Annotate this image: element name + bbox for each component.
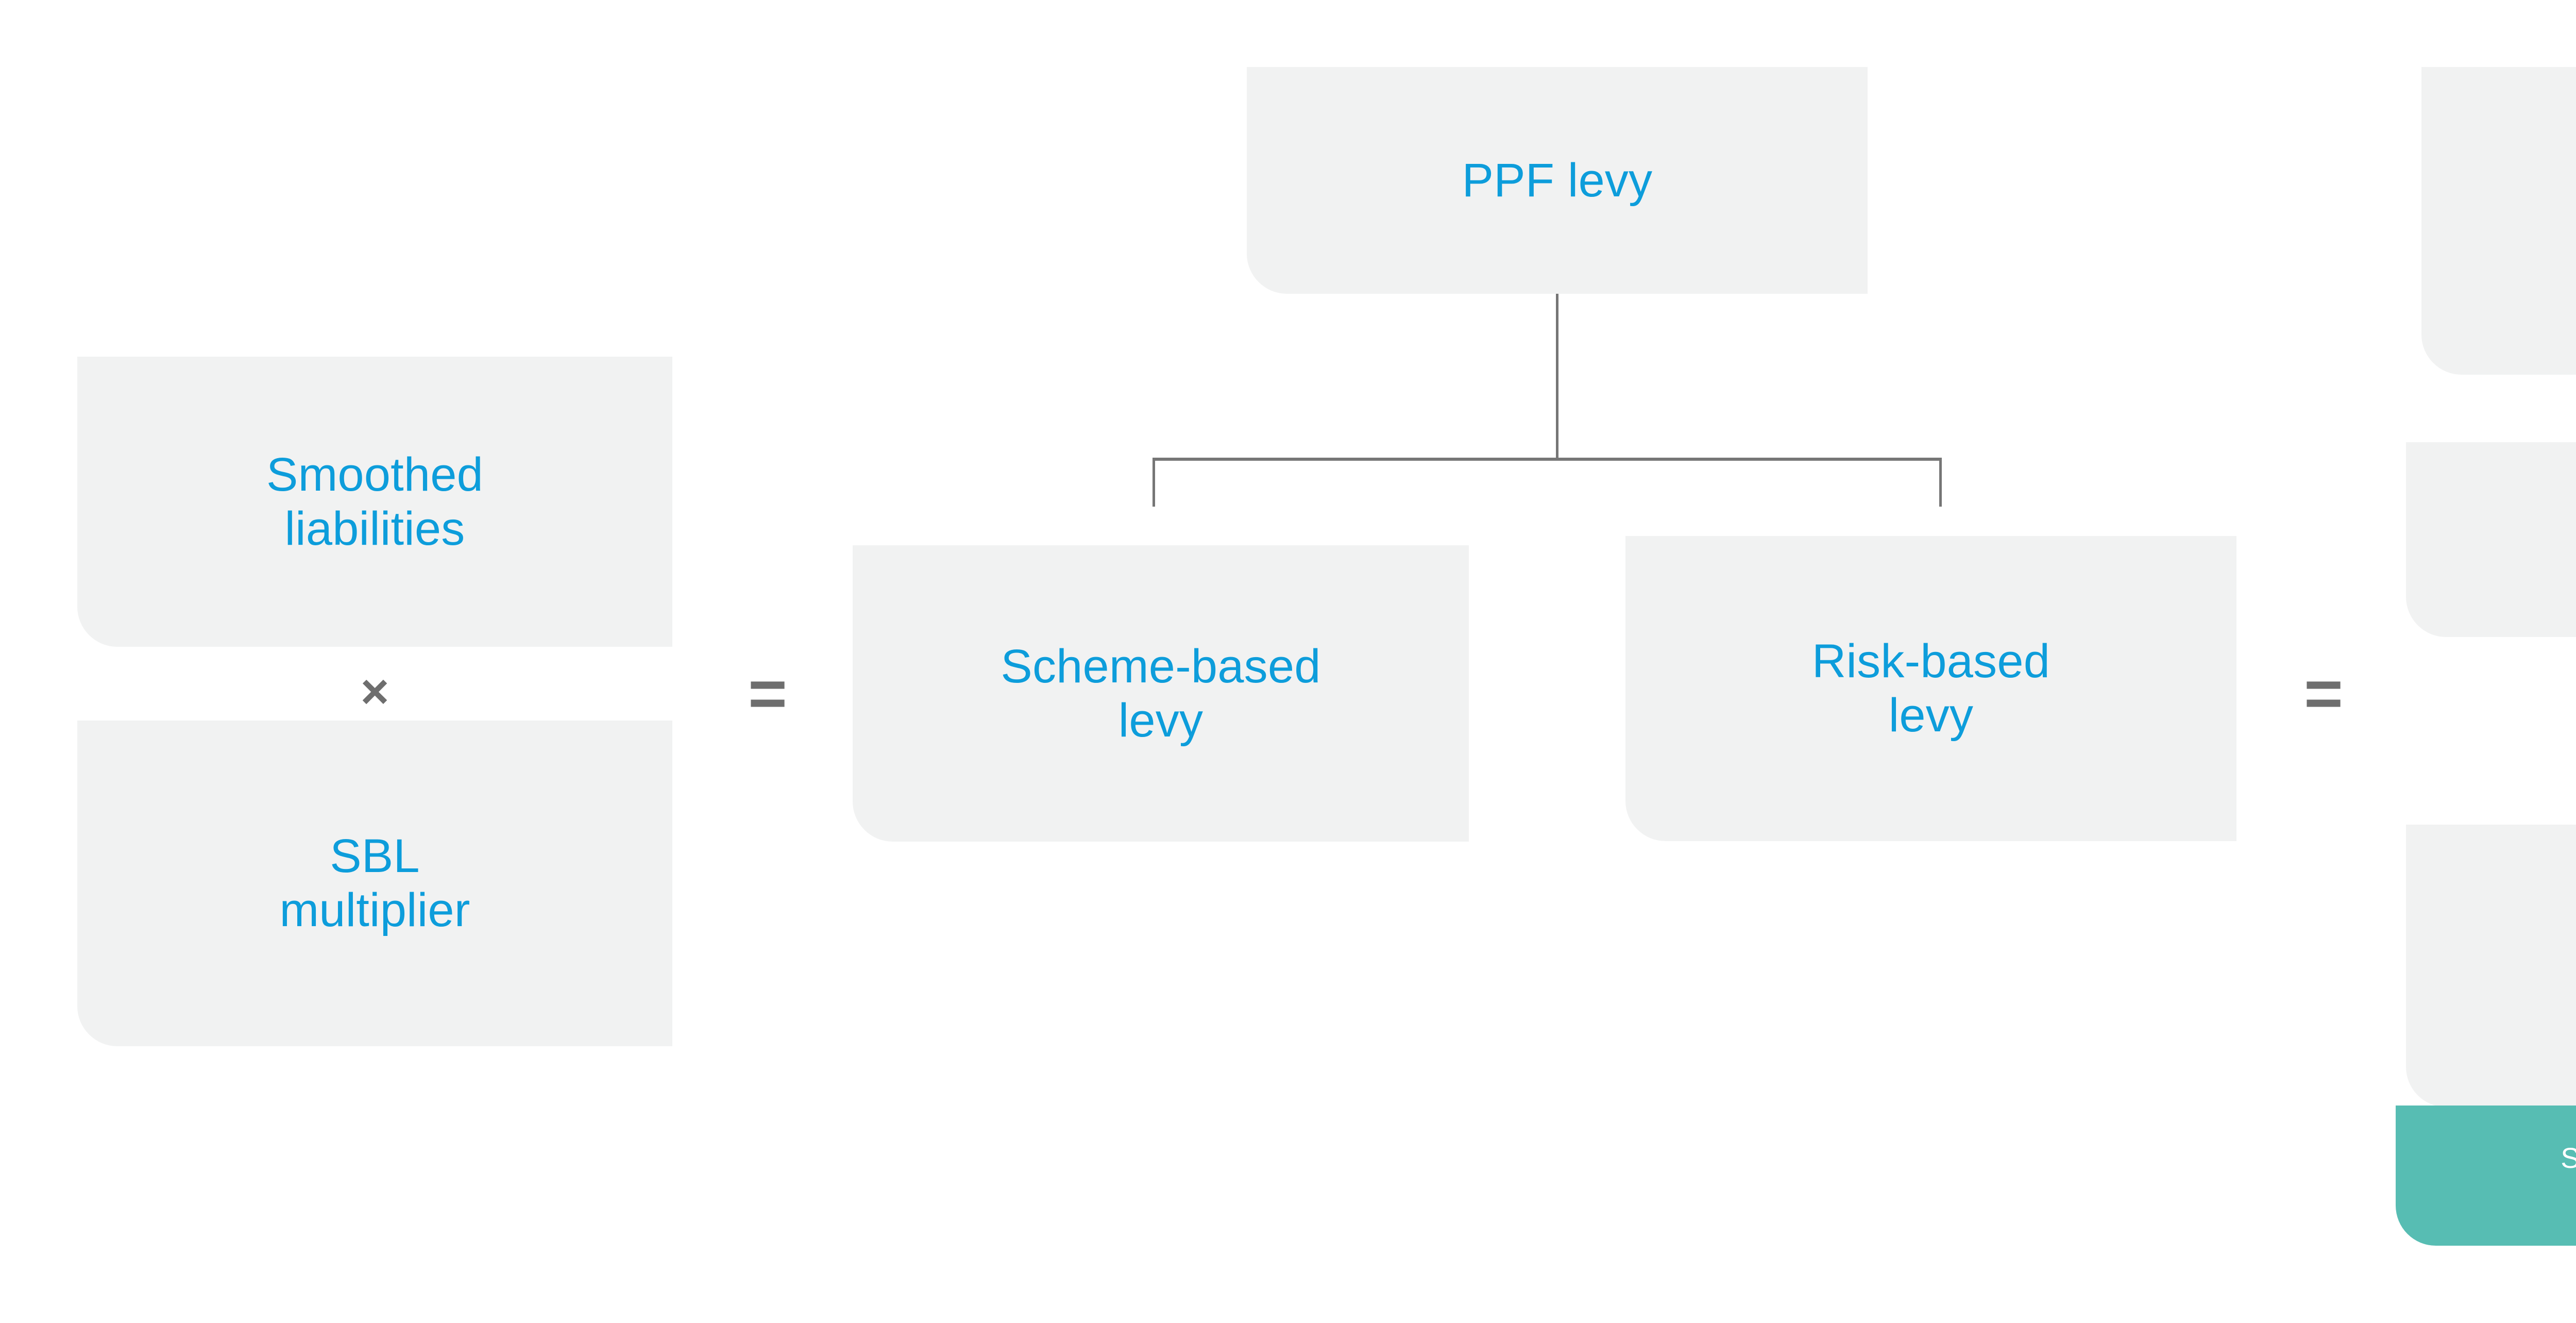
node-label-risk-based-levy: Risk-based levy <box>1811 635 2050 742</box>
connector-stem-ppf-levy <box>1556 294 1558 460</box>
node-risk-based-levy[interactable]: Risk-based levy <box>1625 536 2236 841</box>
node-sbl-multiplier[interactable]: SBL multiplier <box>77 721 672 1046</box>
node-scheme-based-levy[interactable]: Scheme-based levy <box>853 545 1469 842</box>
node-levy-scaling-factor[interactable]: Levy scaling factor <box>2421 67 2576 375</box>
equals-operator-right: = <box>2277 649 2370 737</box>
node-label-ppf-levy: PPF levy <box>1462 154 1653 207</box>
equals-icon: = <box>2304 656 2343 731</box>
connector-drop-risk-based-levy <box>1939 458 1942 507</box>
node-insolvency-risk[interactable]: Insolvency risk <box>2406 825 2576 1107</box>
node-label-smoothed-liabilities: Smoothed liabilities <box>266 448 483 555</box>
equals-operator-left: = <box>721 649 814 737</box>
node-label-sbl-multiplier: SBL multiplier <box>279 830 470 936</box>
multiply-icon: × <box>360 664 389 719</box>
connector-drop-scheme-based-levy <box>1153 458 1155 507</box>
banner-cap-note: Subject to cap of 0.75% of liabilities <box>2396 1106 2576 1246</box>
connector-horizontal-bar <box>1153 458 1942 461</box>
multiply-operator-left: × <box>337 661 412 723</box>
equals-icon: = <box>748 656 787 731</box>
node-label-scheme-based-levy: Scheme-based levy <box>1001 640 1321 747</box>
banner-label-cap-note: Subject to cap of 0.75% of liabilities <box>2561 1141 2576 1174</box>
node-underfunding-risk[interactable]: Underfunding risk <box>2406 442 2576 637</box>
node-smoothed-liabilities[interactable]: Smoothed liabilities <box>77 357 672 647</box>
node-ppf-levy[interactable]: PPF levy <box>1247 67 1868 294</box>
